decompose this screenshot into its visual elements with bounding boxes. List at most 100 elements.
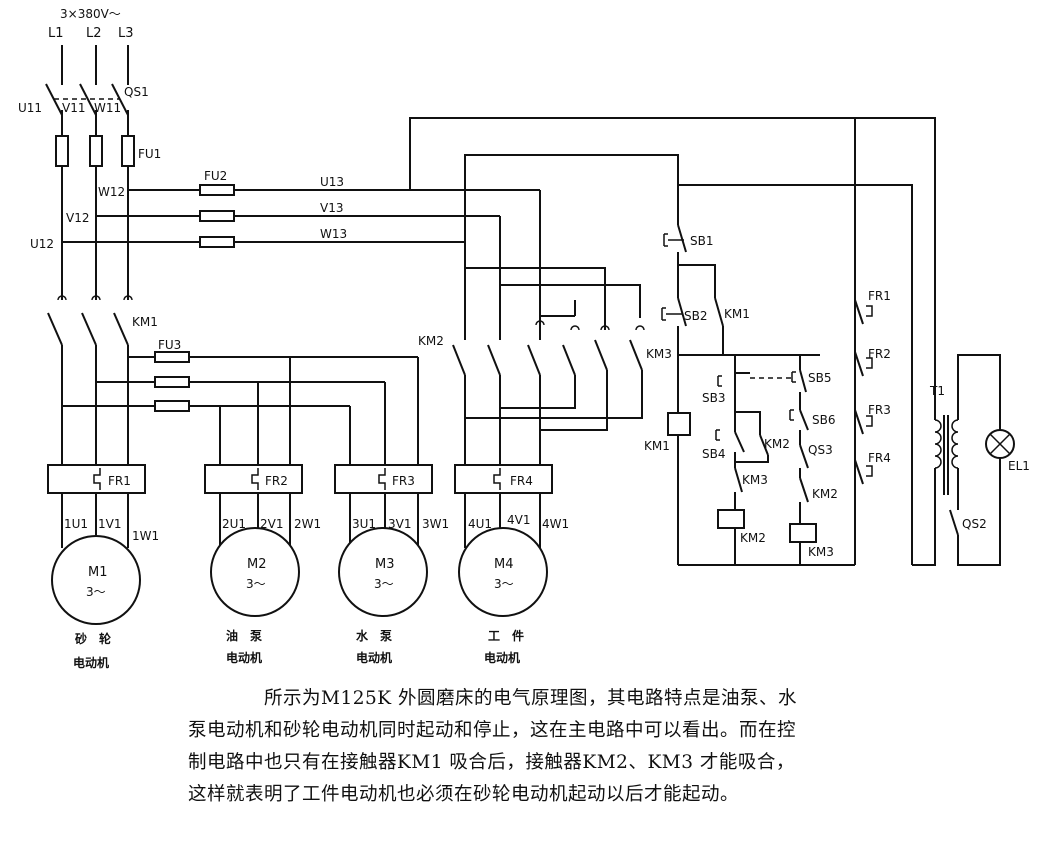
m4-terminal-4u1: 4U1 (468, 517, 492, 531)
km2-km3-main-contacts (452, 320, 645, 376)
m3-terminal-3v1: 3V1 (388, 517, 411, 531)
circuit-diagram: 3×380V～ L1 L2 L3 QS1 U11 V11 W11 FU1 W12… (18, 7, 1030, 670)
fu3-label: FU3 (158, 338, 181, 352)
km2-interlock (799, 468, 809, 503)
qs3-label: QS3 (808, 443, 833, 457)
fr4-block (454, 464, 553, 494)
fuse-fu3 (154, 351, 190, 412)
fr2-contact-label: FR2 (868, 347, 891, 361)
fr3-label: FR3 (392, 474, 415, 488)
km3-interlock-label: KM3 (742, 473, 768, 487)
line-w13: W13 (320, 227, 347, 241)
m1-terminal-1u1: 1U1 (64, 517, 88, 531)
caption-m4-line1: 工 件 (488, 628, 524, 643)
el1-label: EL1 (1008, 459, 1030, 473)
fr2-block (204, 464, 303, 494)
fr1-label: FR1 (108, 474, 131, 488)
phase-label-l2: L2 (86, 26, 102, 41)
m2-terminal-2v1: 2V1 (260, 517, 283, 531)
sb5-button (791, 355, 807, 393)
phase-label-l1: L1 (48, 26, 64, 41)
fu1-label: FU1 (138, 147, 161, 161)
line-v13: V13 (320, 201, 343, 215)
motor-m1-phase: 3～ (86, 585, 106, 599)
terminal-v11: V11 (62, 101, 85, 115)
sb1-button (663, 224, 687, 253)
caption-m1-line2: 电动机 (73, 655, 109, 670)
sb1-label: SB1 (690, 234, 713, 248)
sb3-label: SB3 (702, 391, 725, 405)
caption-m3-line1: 水 泵 (356, 628, 392, 643)
motor-m2-label: M2 (247, 557, 267, 572)
km2-aux-label: KM2 (764, 437, 790, 451)
description-paragraph: 所示为M125K 外圆磨床的电气原理图，其电路特点是油泵、水泵电动机和砂轮电动机… (188, 688, 797, 805)
t1-label: T1 (929, 384, 945, 398)
fuse-fu1 (55, 135, 135, 167)
m4-terminal-4v1: 4V1 (507, 513, 530, 527)
km2-aux-contact (759, 434, 769, 456)
km3-coil-label: KM3 (808, 545, 834, 559)
main-switch-qs1 (45, 45, 129, 135)
motor-m4 (458, 527, 548, 617)
km1-self-hold (714, 297, 724, 327)
qs3-switch (799, 430, 809, 469)
caption-m1-line1: 砂 轮 (74, 631, 112, 646)
m1-terminal-1w1: 1W1 (132, 529, 159, 543)
m4-terminal-4w1: 4W1 (542, 517, 569, 531)
sb2-button (661, 297, 687, 327)
sb3-button (717, 372, 750, 390)
km2-coil-label: KM2 (740, 531, 766, 545)
terminal-u11: U11 (18, 101, 42, 115)
motor-m3 (338, 527, 428, 617)
km1-coil-label: KM1 (644, 439, 670, 453)
phase-label-l3: L3 (118, 26, 134, 41)
fr4-label: FR4 (510, 474, 533, 488)
caption-m3-line2: 电动机 (356, 650, 392, 665)
fu2-label: FU2 (204, 169, 227, 183)
fr3-contact-label: FR3 (868, 403, 891, 417)
terminal-w12: W12 (98, 185, 125, 199)
km3-coil (789, 523, 817, 543)
fr3-block (334, 464, 433, 494)
motor-m1 (51, 535, 141, 625)
km3-main-label: KM3 (646, 347, 672, 361)
sb2-label: SB2 (684, 309, 707, 323)
sb6-button (789, 409, 809, 431)
qs2-label: QS2 (962, 517, 987, 531)
sb4-button (715, 429, 745, 453)
km3-interlock (734, 467, 743, 493)
fr-contacts (854, 299, 873, 485)
transformer-t1 (912, 355, 959, 566)
motor-m2 (210, 527, 300, 617)
fr4-contact-label: FR4 (868, 451, 891, 465)
m3-terminal-3u1: 3U1 (352, 517, 376, 531)
motor-m2-phase: 3～ (246, 577, 266, 591)
fr1-contact-label: FR1 (868, 289, 891, 303)
m2-terminal-2u1: 2U1 (222, 517, 246, 531)
motor-m4-phase: 3～ (494, 577, 514, 591)
terminal-w11: W11 (94, 101, 121, 115)
motor-m1-label: M1 (88, 565, 108, 580)
km1-main-contacts (47, 295, 133, 465)
caption-m2-line1: 油 泵 (226, 628, 262, 643)
caption-m4-line2: 电动机 (484, 650, 520, 665)
caption-m2-line2: 电动机 (226, 650, 262, 665)
terminal-v12: V12 (66, 211, 89, 225)
sb6-label: SB6 (812, 413, 835, 427)
m1-terminal-1v1: 1V1 (98, 517, 121, 531)
qs2-switch (949, 509, 959, 536)
km2-interlock-label: KM2 (812, 487, 838, 501)
km2-main-label: KM2 (418, 334, 444, 348)
sb4-label: SB4 (702, 447, 725, 461)
motor-m4-label: M4 (494, 557, 514, 572)
km1-main-label: KM1 (132, 315, 158, 329)
description-text: 所示为M125K 外圆磨床的电气原理图，其电路特点是油泵、水泵电动机和砂轮电动机… (188, 683, 808, 811)
fuse-fu2 (199, 184, 235, 248)
m3-terminal-3w1: 3W1 (422, 517, 449, 531)
m2-terminal-2w1: 2W1 (294, 517, 321, 531)
line-u13: U13 (320, 175, 344, 189)
km1-coil (667, 412, 691, 436)
motor-m3-label: M3 (375, 557, 395, 572)
lamp-el1 (985, 429, 1015, 459)
km2-coil (717, 509, 745, 529)
